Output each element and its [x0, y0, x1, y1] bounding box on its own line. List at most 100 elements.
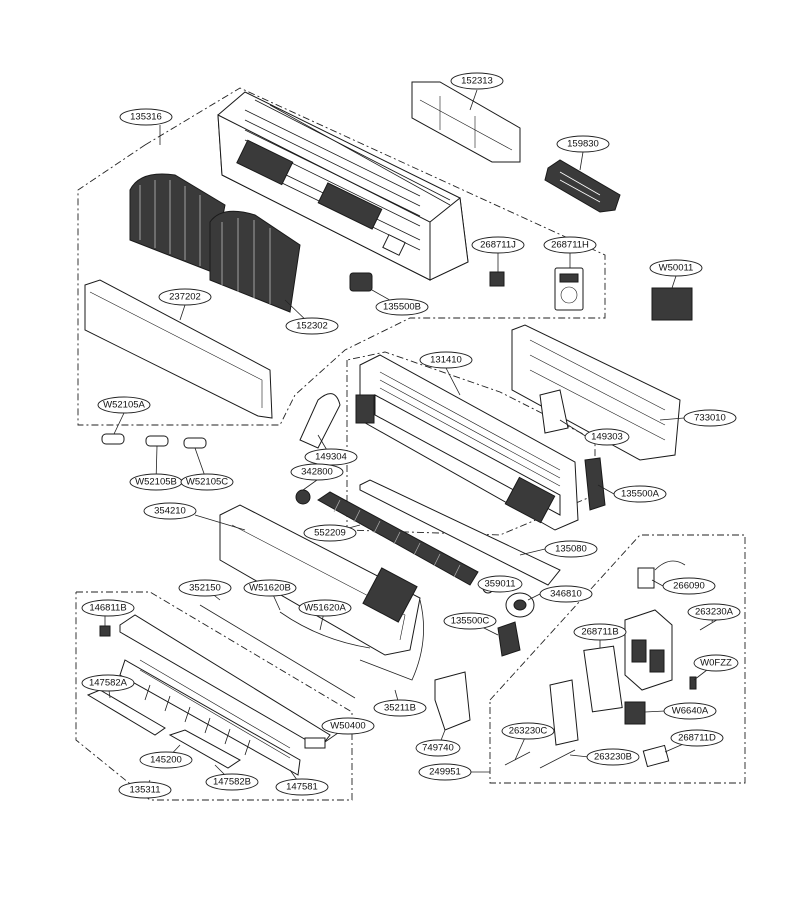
callout-35211b: 35211B	[373, 699, 427, 717]
callout-text: 352150	[189, 583, 221, 594]
callout-text: 268711B	[581, 627, 618, 638]
callout-text: 147581	[286, 782, 318, 793]
front-grille-left	[129, 173, 226, 273]
callout-135500c: 135500C	[443, 612, 497, 630]
callout-text: 135500C	[451, 616, 490, 627]
callout-268711d: 268711D	[670, 729, 724, 747]
callout-w51620a: W51620A	[298, 599, 352, 617]
callout-135080: 135080	[544, 540, 598, 558]
callout-149303: 149303	[584, 428, 630, 446]
callout-268711b: 268711B	[573, 623, 627, 641]
bracket-135500c	[497, 621, 521, 657]
callout-146811b: 146811B	[81, 599, 135, 617]
transformer-266090	[637, 560, 686, 589]
pcb-268711b	[583, 645, 623, 713]
installation-plate	[511, 324, 681, 461]
callout-text: 35211B	[384, 703, 416, 714]
callout-text: 268711D	[678, 733, 716, 744]
callout-w6640a: W6640A	[663, 702, 717, 720]
callout-text: 135080	[555, 544, 587, 555]
callout-359011: 359011	[477, 575, 523, 593]
callout-text: 149304	[315, 452, 347, 463]
callout-352150: 352150	[178, 579, 232, 597]
callout-w52105a: W52105A	[97, 396, 151, 414]
callout-text: 552209	[314, 528, 346, 539]
callout-text: 263230C	[509, 726, 548, 737]
callout-149304: 149304	[304, 448, 358, 466]
upper-group-boundary	[77, 87, 606, 426]
callout-text: 354210	[154, 506, 186, 517]
callout-text: 147582A	[89, 678, 128, 689]
callout-w52105c: W52105C	[180, 473, 234, 491]
bracket-149303	[539, 389, 569, 434]
connector-w52105c	[183, 437, 207, 449]
label-268711j	[489, 271, 505, 287]
callout-733010: 733010	[683, 409, 737, 427]
callout-147582a: 147582A	[81, 674, 135, 692]
callout-text: 359011	[485, 579, 516, 590]
callout-135316: 135316	[119, 108, 173, 126]
callout-749740: 749740	[415, 739, 461, 757]
callout-text: 152313	[461, 76, 493, 87]
callout-268711j: 268711J	[471, 236, 525, 254]
drain-tray-135080	[359, 479, 561, 586]
callout-135500a: 135500A	[613, 485, 667, 503]
callout-text: 149303	[591, 432, 623, 443]
clip-146811b	[99, 625, 111, 637]
vane-assy	[119, 614, 331, 776]
callout-text: 237202	[169, 292, 201, 303]
vane-147582a	[86, 689, 166, 736]
sensor-263230c	[504, 751, 531, 766]
callout-263230b: 263230B	[586, 748, 640, 766]
callout-152313: 152313	[450, 72, 504, 90]
callout-text: 268711J	[480, 240, 516, 251]
callout-135500b: 135500B	[375, 298, 429, 316]
part-w50400	[304, 737, 326, 749]
sensor-263230b	[539, 749, 576, 769]
callout-w52105b: W52105B	[129, 473, 183, 491]
callout-text: W0FZZ	[700, 658, 732, 669]
callout-text: 263230B	[594, 752, 632, 763]
front-grille-right	[209, 210, 301, 313]
callout-249951: 249951	[418, 763, 472, 781]
callout-text: 147582B	[213, 777, 251, 788]
callout-w50011: W50011	[649, 259, 703, 277]
callout-266090: 266090	[662, 577, 716, 595]
callout-text: W50011	[659, 263, 694, 274]
callout-text: W51620B	[249, 583, 291, 594]
callout-552209: 552209	[303, 524, 357, 542]
callout-text: 135500A	[621, 489, 660, 500]
callout-text: 135500B	[383, 302, 421, 313]
callout-159830: 159830	[556, 135, 610, 153]
front-panel	[84, 279, 273, 419]
callout-text: 145200	[150, 755, 182, 766]
callout-text: W52105B	[135, 477, 177, 488]
callout-w50400: W50400	[321, 717, 375, 735]
bearing-342800	[295, 489, 311, 505]
lower-right-group-boundary	[489, 534, 746, 784]
bracket-749740	[434, 671, 471, 731]
air-filter	[411, 81, 521, 163]
connector-w52105b	[145, 435, 169, 447]
bracket-135500b	[349, 272, 373, 292]
callout-text: 342800	[301, 467, 333, 478]
callout-135311: 135311	[118, 781, 172, 799]
drain-pan-assy	[219, 504, 421, 656]
drain-hose-35211b	[359, 599, 424, 681]
callout-text: 135311	[130, 785, 161, 796]
callout-text: W52105C	[186, 477, 228, 488]
label-268711d	[642, 744, 670, 768]
callout-text: 159830	[567, 139, 599, 150]
callout-text: 135316	[130, 112, 162, 123]
callout-text: 131410	[430, 355, 462, 366]
callout-152302: 152302	[285, 317, 339, 335]
callout-147581: 147581	[275, 778, 329, 796]
callout-text: W51620A	[304, 603, 346, 614]
cross-flow-fan	[317, 491, 479, 586]
callout-147582b: 147582B	[205, 773, 259, 791]
callout-text: 249951	[429, 767, 461, 778]
callout-text: 146811B	[89, 603, 126, 614]
callout-text: 266090	[673, 581, 705, 592]
callout-text: 346810	[550, 589, 582, 600]
callout-342800: 342800	[290, 463, 344, 481]
